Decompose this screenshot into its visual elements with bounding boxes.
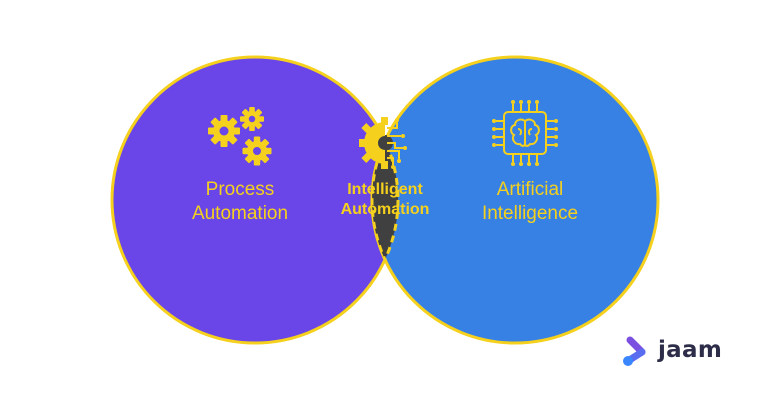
artificial-intelligence-label: Artificial Intelligence: [440, 178, 620, 226]
overlap-dashed-outline-left: [372, 57, 400, 343]
overlap-dashed-outline-right: [370, 57, 398, 343]
process-automation-line1: Process: [205, 179, 275, 200]
gear-circuit-icon: [359, 117, 407, 169]
gears-icon: [208, 107, 272, 166]
process-automation-line2: Automation: [191, 202, 289, 224]
process-automation-label: Process Automation: [150, 178, 330, 226]
intelligent-automation-line1: Intelligent: [347, 181, 423, 198]
jaam-logo-text: jaam: [658, 337, 723, 363]
jaam-logo-icon: [623, 336, 646, 366]
jaam-logo: jaam: [620, 332, 722, 368]
intelligent-automation-label: Intelligent Automation: [318, 180, 452, 220]
artificial-intelligence-line2: Intelligence: [481, 202, 579, 224]
artificial-intelligence-line1: Artificial: [496, 179, 564, 200]
intelligent-automation-line2: Automation: [340, 201, 430, 218]
brain-chip-icon: [492, 100, 558, 166]
